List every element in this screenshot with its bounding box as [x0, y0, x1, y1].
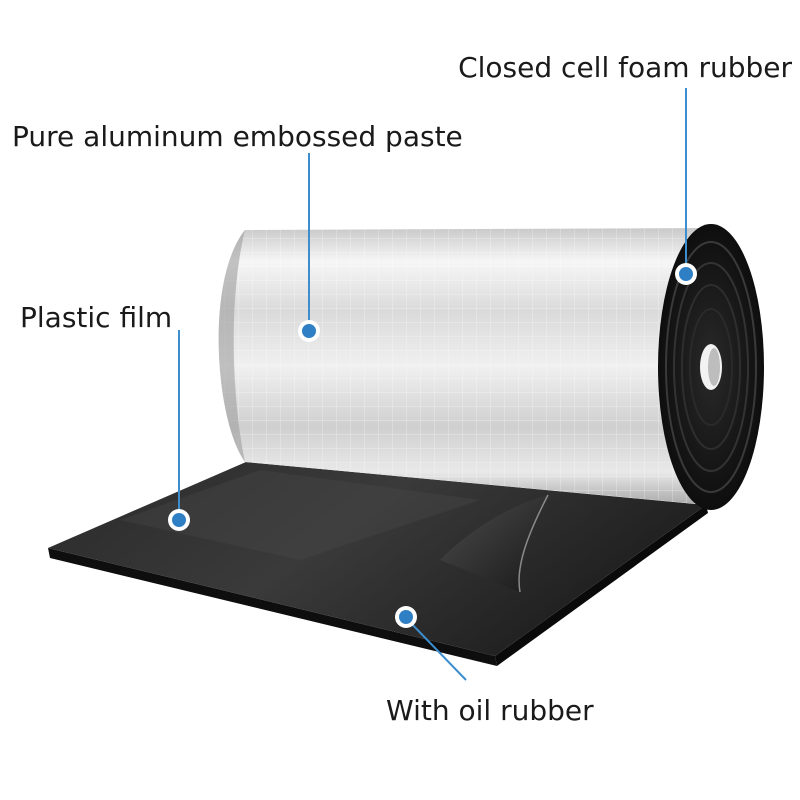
leader-oil-rubber — [405, 617, 467, 681]
peeled-plastic-film — [440, 494, 549, 593]
callout-markers — [168, 263, 697, 628]
callout-labels: Closed cell foam rubber Pure aluminum em… — [12, 51, 792, 727]
marker-oil-rubber — [395, 606, 417, 628]
label-closed-cell-foam: Closed cell foam rubber — [458, 51, 792, 84]
marker-aluminum-paste — [298, 320, 320, 342]
label-aluminum-paste: Pure aluminum embossed paste — [12, 120, 463, 153]
foam-roll — [218, 224, 764, 510]
marker-closed-cell-foam — [675, 263, 697, 285]
flat-rubber-sheet — [48, 462, 708, 666]
roll-end-face — [658, 224, 764, 510]
label-oil-rubber: With oil rubber — [386, 694, 594, 727]
label-plastic-film: Plastic film — [20, 301, 172, 334]
leader-lines — [178, 88, 687, 681]
marker-plastic-film — [168, 509, 190, 531]
